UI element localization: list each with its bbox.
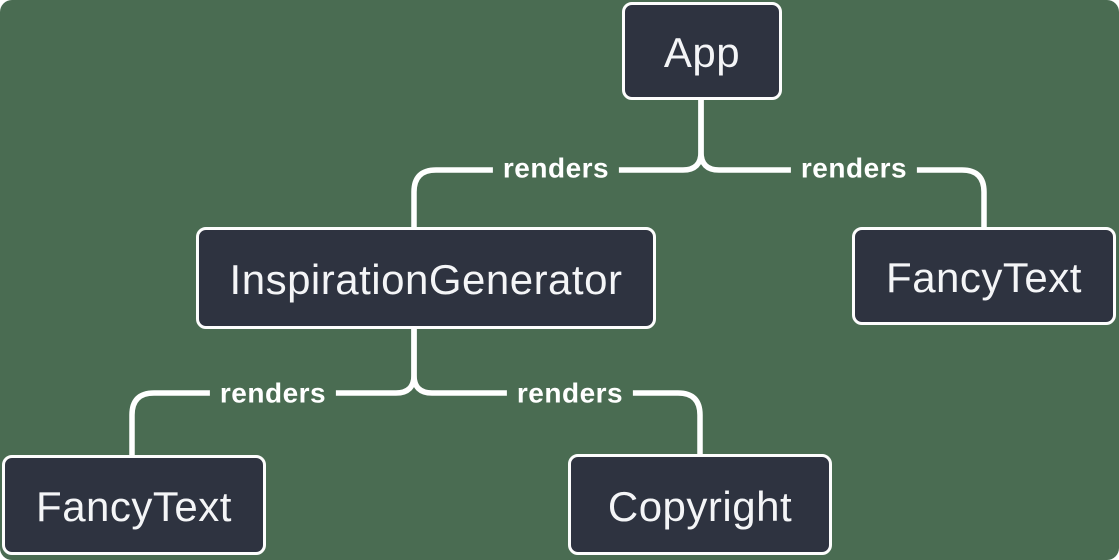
node-fancy-text-top: FancyText <box>852 227 1116 325</box>
edge-label-renders: renders <box>492 153 620 185</box>
edge-label-renders: renders <box>506 378 634 410</box>
edge-label-renders: renders <box>209 378 337 410</box>
node-inspiration-generator: InspirationGenerator <box>196 227 656 329</box>
edge-label-renders: renders <box>790 153 918 185</box>
node-fancy-text-bottom: FancyText <box>2 455 266 555</box>
node-app: App <box>622 2 782 100</box>
node-copyright: Copyright <box>568 454 832 555</box>
